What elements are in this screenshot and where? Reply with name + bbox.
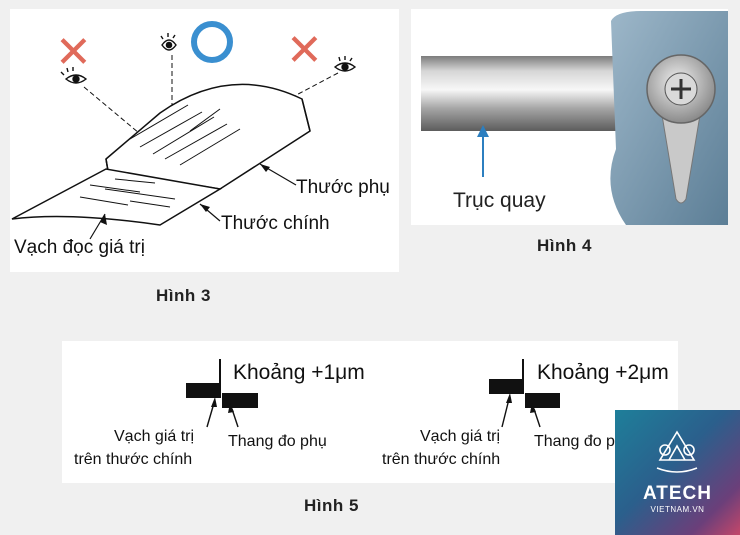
main-scale-ticks [79, 178, 176, 208]
label-spindle: Trục quay [453, 189, 546, 212]
screw-slot-icon [671, 79, 691, 99]
figure-5-diagram: Khoảng +1μm Vạch giá trị trên thước chín… [74, 359, 669, 468]
main-scale-mark-left [186, 383, 221, 398]
correct-mark [191, 21, 233, 63]
eye-icon-left [60, 67, 88, 84]
gap-label-right: Khoảng +2μm [537, 361, 669, 384]
aux-scale-mark-right [525, 393, 560, 408]
logo-brand: ATECH [642, 483, 713, 504]
main-line-label-left-1: Vạch giá trị [114, 428, 194, 445]
main-scale-mark-right [489, 379, 524, 394]
figure-5-caption: Hình 5 [304, 496, 359, 515]
label-reading-line: Vạch đọc giá trị [14, 237, 145, 258]
label-aux-scale: Thước phụ [296, 177, 390, 198]
main-line-label-left-2: trên thước chính [74, 451, 192, 468]
figure-5-left-group: Khoảng +1μm Vạch giá trị trên thước chín… [74, 359, 365, 468]
label-main-scale: Thước chính [221, 213, 330, 234]
figure-5-panel: Khoảng +1μm Vạch giá trị trên thước chín… [62, 341, 678, 483]
figure-4-photo: Trục quay [421, 11, 728, 225]
eye-icon-center [160, 33, 177, 51]
wrong-mark-right: ✕ [286, 26, 323, 75]
atech-logo: ATECH VIETNAM.VN [615, 410, 740, 535]
logo-site: VIETNAM.VN [650, 505, 705, 514]
figure-3-panel: ✕ ✕ [10, 9, 399, 272]
thimble-body [105, 83, 311, 190]
figure-3-caption: Hình 3 [156, 286, 211, 305]
main-line-label-right-1: Vạch giá trị [420, 428, 500, 445]
figure-4-caption: Hình 4 [537, 236, 592, 255]
aux-label-right: Thang đo phụ [534, 433, 633, 450]
spindle-rod [421, 56, 631, 131]
lock-lever [660, 108, 702, 204]
main-scale-sleeve [11, 168, 223, 226]
thimble-hatching [129, 104, 241, 166]
gap-label-left: Khoảng +1μm [233, 361, 365, 384]
main-line-label-right-2: trên thước chính [382, 451, 500, 468]
atech-emblem-icon [656, 430, 698, 473]
figure-4-panel: Trục quay [411, 9, 728, 225]
figure-3-diagram: ✕ ✕ [11, 21, 390, 258]
eye-icon-right [333, 56, 357, 72]
aux-label-left: Thang đo phụ [228, 433, 327, 450]
figure-5-right-group: Khoảng +2μm Vạch giá trị trên thước chín… [382, 359, 669, 468]
aux-scale-mark-left [222, 393, 258, 408]
